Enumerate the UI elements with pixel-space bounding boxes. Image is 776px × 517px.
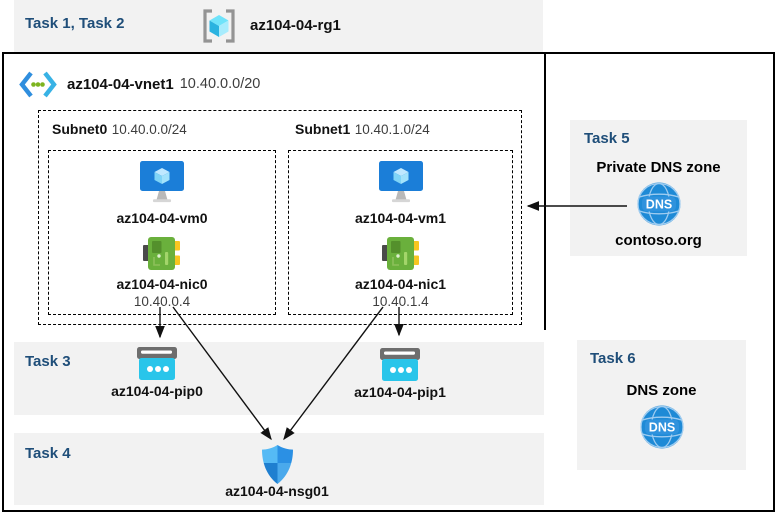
pip1-icon (380, 348, 420, 381)
resource-group-icon (198, 5, 240, 47)
private-dns-icon-text: DNS (645, 198, 671, 212)
nic0-label: az104-04-nic0 (116, 276, 208, 292)
pip1-label: az104-04-pip1 (354, 384, 446, 400)
subnets-boundary (38, 110, 522, 325)
nic0-icon (143, 235, 181, 272)
resource-group-name: az104-04-rg1 (250, 17, 341, 34)
subnet0-name: Subnet0 (52, 121, 108, 137)
task3-label: Task 3 (25, 353, 71, 370)
subnet0-label: Subnet0 10.40.0.0/24 (52, 121, 187, 139)
vnet-icon (18, 69, 58, 100)
dns-zone-icon: DNS (639, 404, 685, 450)
nsg-icon (261, 444, 294, 485)
header-panel: Task 1, Task 2 az104-04-rg1 (14, 0, 543, 52)
task-1-2-label: Task 1, Task 2 (25, 15, 125, 32)
vnet-header: az104-04-vnet1 10.40.0.0/20 (18, 66, 260, 102)
subnet0-cidr: 10.40.0.0/24 (111, 122, 187, 137)
task6-panel: Task 6 DNS zone DNS (577, 340, 746, 470)
nic1-label: az104-04-nic1 (354, 276, 447, 292)
subnet0-box: az104-04-vm0 az104-04-nic0 10.40.0.4 (48, 150, 276, 315)
task6-label: Task 6 (590, 350, 636, 367)
vnet-region-divider (544, 54, 546, 330)
pip0-icon (137, 347, 177, 380)
subnet1-box: az104-04-vm1 az104-04-nic1 10.40.1.4 (288, 150, 513, 315)
private-dns-icon: DNS (636, 181, 682, 227)
vm0-icon (139, 161, 185, 204)
vm1-label: az104-04-vm1 (354, 210, 447, 226)
vnet-cidr: 10.40.0.0/20 (179, 76, 261, 92)
dns-zone-icon-text: DNS (648, 421, 674, 435)
subnet1-name: Subnet1 (295, 121, 351, 137)
subnet1-cidr: 10.40.1.0/24 (354, 122, 430, 137)
task3-panel: Task 3 az104-04-pip0 az104-04-pip1 (14, 342, 544, 415)
task5-panel: Task 5 Private DNS zone DNS contoso.org (570, 120, 747, 256)
task4-panel: Task 4 az104-04-nsg01 (14, 433, 544, 505)
task5-label: Task 5 (584, 130, 630, 147)
vm1-icon (378, 161, 424, 204)
nic1-icon (381, 235, 420, 272)
task4-label: Task 4 (25, 445, 71, 462)
vm0-label: az104-04-vm0 (116, 210, 208, 226)
vnet-name: az104-04-vnet1 (67, 75, 174, 93)
subnet1-label: Subnet1 10.40.1.0/24 (295, 121, 430, 139)
pip0-label: az104-04-pip0 (111, 383, 203, 399)
nic0-ip: 10.40.0.4 (133, 294, 191, 309)
nsg-label: az104-04-nsg01 (225, 483, 329, 499)
private-dns-zone-name: contoso.org (615, 232, 702, 249)
dns-zone-title: DNS zone (626, 382, 697, 399)
nic1-ip: 10.40.1.4 (372, 294, 429, 309)
private-dns-zone-title: Private DNS zone (596, 159, 721, 176)
